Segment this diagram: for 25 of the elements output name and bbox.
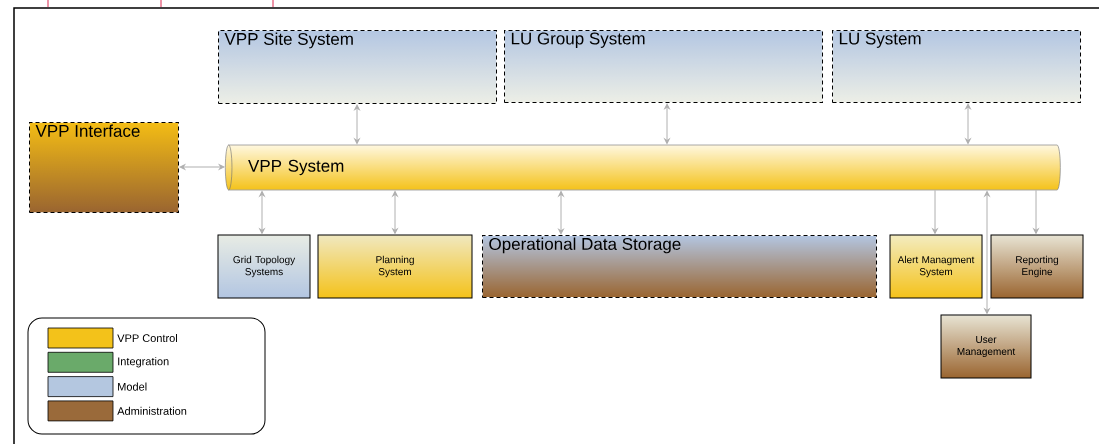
legend-label: Integration — [118, 357, 169, 368]
arrow — [354, 104, 360, 145]
arrow — [259, 190, 265, 234]
arrow — [1033, 189, 1039, 234]
legend-label: Administration — [117, 406, 187, 415]
system-box: Grid Topology Systems — [217, 234, 311, 299]
system-box: Alert Managment System — [889, 234, 983, 299]
system-box: Planning System — [317, 234, 473, 299]
arrow — [558, 190, 564, 235]
management-box: User Management — [940, 314, 1032, 379]
engine-box: Reporting Engine — [990, 234, 1084, 299]
arrow — [965, 103, 971, 145]
system-box: LU System — [832, 30, 1081, 103]
storage-box: Operational Data Storage — [482, 235, 877, 298]
system-box: LU Group System — [504, 30, 823, 103]
system-box: VPP Site System — [218, 30, 497, 104]
arrow — [932, 189, 938, 234]
interface-box: VPP Interface — [29, 122, 179, 213]
arrow — [179, 164, 225, 170]
legend-label: Model — [118, 382, 147, 391]
arrow — [984, 190, 990, 314]
arrow — [664, 103, 670, 145]
legend-label: VPP Control — [117, 333, 177, 343]
arrow — [392, 190, 398, 234]
system-cylinder: VPP System — [225, 144, 1061, 191]
